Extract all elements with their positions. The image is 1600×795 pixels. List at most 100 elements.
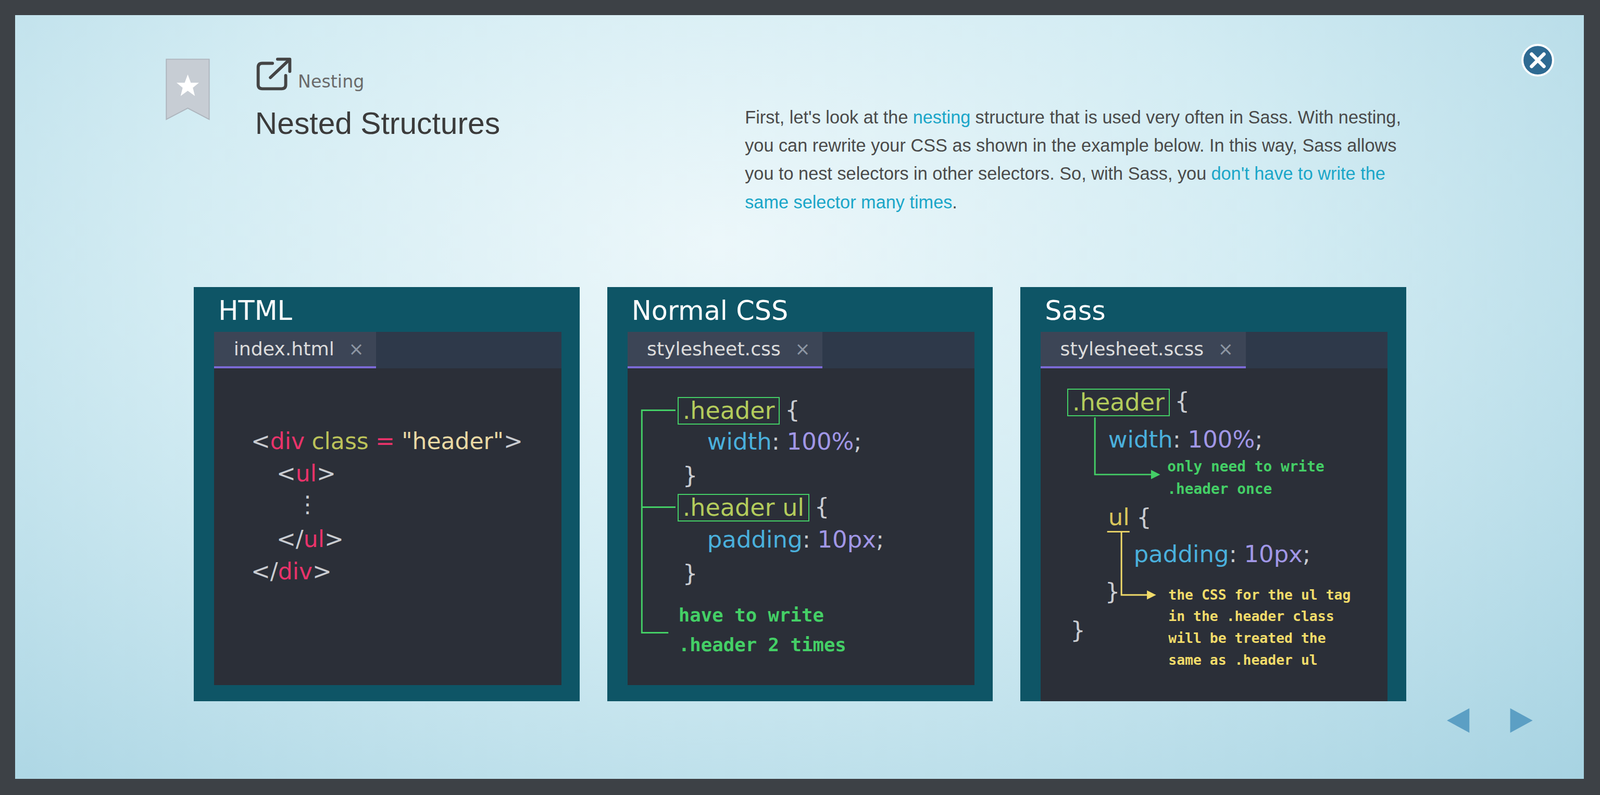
annotation: only need to write .header once [1167, 455, 1341, 500]
next-arrow [1510, 707, 1533, 733]
code-token: { [1175, 386, 1191, 415]
code-token: "header" [401, 427, 504, 455]
code-line: padding:10px; [707, 524, 885, 556]
sass-green-arrow [1094, 417, 1160, 480]
code-token: < [276, 459, 296, 487]
title-block: Nested Structures [255, 104, 500, 143]
code-line: { [814, 491, 830, 523]
code-token: } [1105, 577, 1121, 606]
slide-title: Nested Structures [255, 106, 500, 141]
selector-text: .header [682, 396, 775, 425]
selector-text: .header [1072, 388, 1165, 417]
code-token: width [707, 427, 772, 456]
code-line: padding:10px; [1133, 539, 1311, 570]
code-token: > [503, 427, 523, 455]
code-token: div [278, 557, 313, 585]
code-line: width:100%; [707, 426, 862, 458]
close-button [1522, 44, 1554, 76]
highlighted-selector: .header ul [677, 493, 810, 522]
annotation-text: have to write .header 2 times [678, 604, 847, 656]
code-token: > [316, 459, 336, 487]
code-line: { [1175, 385, 1191, 417]
code-panel: Normal CSSstylesheet.css×{width:100%;}{p… [607, 286, 994, 702]
code-token: < [251, 427, 271, 455]
code-line: ul{ [1108, 502, 1152, 533]
section-name: Nesting [297, 71, 365, 92]
code-token: { [1136, 503, 1152, 531]
code-token: ; [1302, 540, 1311, 568]
code-panel: HTMLindex.html×<divclass="header"><ul>⋮<… [193, 286, 580, 702]
code-token: </ [276, 525, 304, 553]
close-mark: × [794, 338, 811, 360]
code-editor: <divclass="header"><ul>⋮</ul></div> [214, 368, 561, 685]
panel-heading: Sass [1044, 293, 1106, 329]
css-bracket [641, 409, 676, 633]
bookmark-ribbon [166, 59, 209, 120]
code-token: 100% [786, 427, 855, 456]
code-token: } [1070, 616, 1086, 644]
close-mark: × [1218, 338, 1234, 360]
file-name: stylesheet.scss [1060, 337, 1205, 360]
code-line: <divclass="header"> [251, 426, 523, 456]
file-tab: stylesheet.css × [627, 331, 823, 369]
sass-yellow-arrow [1107, 531, 1157, 600]
code-token: : [802, 525, 811, 554]
code-token: : [1172, 425, 1181, 454]
highlight-text: nesting [913, 107, 971, 128]
code-line: </ul> [276, 523, 344, 554]
previous-arrow [1446, 707, 1470, 733]
code-token: { [814, 492, 830, 521]
body-text: First, let's look at the [744, 107, 908, 128]
file-name: index.html [233, 337, 335, 360]
panel-title: Sass [1044, 295, 1106, 327]
panel-heading: Normal CSS [631, 293, 789, 329]
paragraph: First, let's look at thenestingstructure… [744, 103, 1424, 217]
code-panel: Sass stylesheet.scss × { width:100%; ul{ paddi… [1020, 286, 1407, 702]
code-token: ul [303, 525, 325, 553]
code-token: 10px [817, 525, 877, 554]
code-token: ; [876, 525, 884, 554]
code-token: : [1229, 540, 1237, 568]
highlighted-selector: .header [1067, 388, 1170, 417]
external-link-icon [258, 59, 291, 90]
code-token: padding [707, 525, 803, 554]
panel-title: Normal CSS [631, 295, 789, 327]
code-line: <ul> [276, 458, 336, 489]
code-line: } [1070, 615, 1086, 646]
annotation-text: only need to write .header once [1167, 457, 1324, 498]
body-text: . [952, 192, 958, 212]
code-token: { [784, 395, 800, 424]
file-tab: stylesheet.scss × [1040, 331, 1246, 369]
code-token: 100% [1188, 425, 1256, 454]
code-line: } [682, 460, 698, 492]
annotation-text: the CSS for the ul tag in the .header cl… [1168, 586, 1351, 668]
code-token: = [375, 427, 395, 455]
annotation: have to write .header 2 times [678, 600, 858, 660]
file-name: stylesheet.css [646, 337, 781, 360]
code-editor: {width:100%;}{padding:10px;}have to writ… [627, 368, 975, 685]
highlighted-selector: .header [677, 396, 780, 425]
code-token: ; [853, 427, 862, 456]
code-token: ; [1254, 425, 1263, 454]
code-token: ⋮ [295, 490, 319, 518]
code-token: class [311, 427, 369, 455]
panel-title: HTML [218, 295, 293, 327]
code-token: </ [251, 557, 279, 585]
code-token: padding [1133, 540, 1230, 568]
code-editor: {width:100%;ul{padding:10px;}}only need … [1040, 368, 1388, 702]
code-line: ⋮ [295, 489, 319, 519]
code-token: } [682, 559, 698, 587]
annotation: the CSS for the ul tag in the .header cl… [1168, 583, 1356, 671]
code-line: } [682, 558, 698, 590]
code-line: </div> [251, 556, 332, 586]
code-token: } [682, 461, 698, 490]
selector-text: .header ul [682, 493, 805, 522]
code-line: { [784, 394, 800, 426]
code-token: 10px [1243, 540, 1303, 568]
code-token: > [324, 525, 344, 553]
code-line: } [1105, 576, 1121, 608]
star-icon [176, 74, 199, 96]
code-line: width:100%; [1108, 424, 1264, 456]
close-mark: × [348, 338, 365, 360]
